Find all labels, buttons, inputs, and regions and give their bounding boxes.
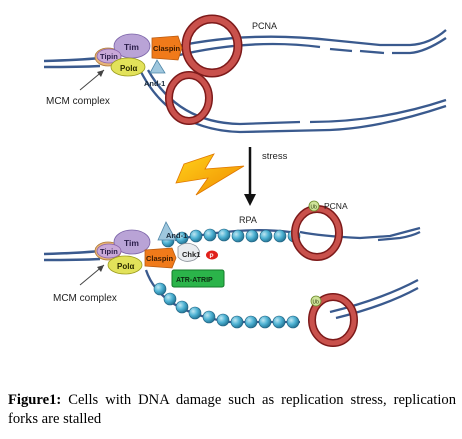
ubiquitin-label-upper: Ub: [311, 205, 318, 211]
top-upper-strand-a: [159, 29, 447, 52]
stress-transition: stress: [175, 147, 288, 206]
top-tipin-protein: [96, 48, 122, 64]
rpa-bead: [153, 282, 167, 296]
bottom-upper-strand-b: [299, 226, 421, 240]
figure-caption: Figure1: Cells with DNA damage such as r…: [8, 391, 456, 429]
rpa-bead: [273, 229, 287, 243]
atr-atrip-protein: [171, 269, 225, 288]
rpa-bead: [216, 313, 230, 327]
rpa-bead: [230, 315, 244, 329]
rpa-label: RPA: [239, 215, 257, 225]
bottom-tipin-protein: [96, 243, 122, 259]
top-mcm-label: MCM complex: [46, 96, 110, 107]
bottom-tipin-label: Tipin: [100, 247, 118, 256]
top-tim-label: Tim: [124, 42, 139, 52]
rpa-bead: [203, 228, 217, 242]
phosphate-marker: [206, 250, 218, 260]
bottom-pola-protein: [107, 255, 143, 275]
bottom-pcna-label: PCNA: [324, 201, 348, 211]
ubiquitin-marker-lower: [310, 295, 322, 307]
ubiquitin-label-lower: Ub: [313, 300, 320, 306]
top-panel: PCNA Tim Tipin Claspin Polα And-1 MCM co…: [43, 14, 447, 134]
rpa-bead: [245, 229, 259, 243]
figure-label: Figure1:: [8, 392, 62, 408]
atr-atrip-label: ATR-ATRIP: [176, 277, 213, 284]
bottom-claspin-label: Claspin: [146, 254, 174, 263]
top-lower-strand-c: [309, 98, 447, 124]
top-parental-dna-strand-2: [43, 64, 101, 69]
ubiquitin-marker-upper: [308, 200, 320, 212]
lightning-bolt-icon: [175, 153, 245, 196]
phosphate-label: P: [210, 254, 214, 260]
bottom-lower-strand-b: [329, 278, 419, 314]
top-upper-strand-dashed: [329, 37, 447, 55]
figure-caption-text: Cells with DNA damage such as replicatio…: [8, 392, 456, 427]
top-parental-dna-strand-1: [43, 56, 101, 63]
bottom-panel: RPA Ub PCNA Ub Tim Tipin: [43, 200, 421, 347]
top-claspin-label: Claspin: [153, 44, 181, 53]
top-claspin-protein: [151, 35, 183, 61]
top-upper-strand-b: [174, 42, 321, 58]
bottom-and1-protein: [157, 221, 177, 241]
top-and1-label: And-1: [144, 79, 165, 88]
bottom-tim-protein: [113, 229, 151, 255]
rpa-bead: [286, 315, 300, 329]
rpa-bead: [272, 315, 286, 329]
top-and1-protein: [149, 59, 166, 74]
rpa-bead: [258, 315, 272, 329]
bottom-parental-dna-strand-2: [43, 257, 101, 262]
top-pola-protein: [110, 57, 146, 77]
rpa-bead: [259, 229, 273, 243]
rpa-bead: [188, 306, 202, 320]
bottom-tim-label: Tim: [124, 238, 139, 248]
bottom-parental-dna-strand-1: [43, 249, 101, 256]
top-lower-strand-a: [138, 69, 447, 134]
top-pcna-label: PCNA: [252, 21, 277, 31]
top-lower-strand-b: [146, 69, 301, 126]
rpa-bead: [231, 229, 245, 243]
bottom-claspin-protein: [144, 247, 177, 269]
rpa-bead: [217, 228, 231, 242]
rpa-bead: [189, 229, 203, 243]
rpa-bead: [163, 292, 177, 306]
rpa-bead: [244, 315, 258, 329]
chk1-label: Chk1: [182, 250, 200, 259]
bottom-pola-label: Polα: [117, 262, 134, 271]
chk1-protein: [177, 242, 200, 262]
top-pola-label: Polα: [120, 64, 137, 73]
stress-label: stress: [262, 151, 288, 162]
bottom-and1-label: And-1: [166, 231, 187, 240]
rpa-bead: [175, 300, 189, 314]
rpa-beads-lower: [153, 282, 300, 329]
top-tipin-label: Tipin: [100, 52, 118, 61]
rpa-bead: [202, 310, 216, 324]
bottom-mcm-label: MCM complex: [53, 293, 117, 304]
